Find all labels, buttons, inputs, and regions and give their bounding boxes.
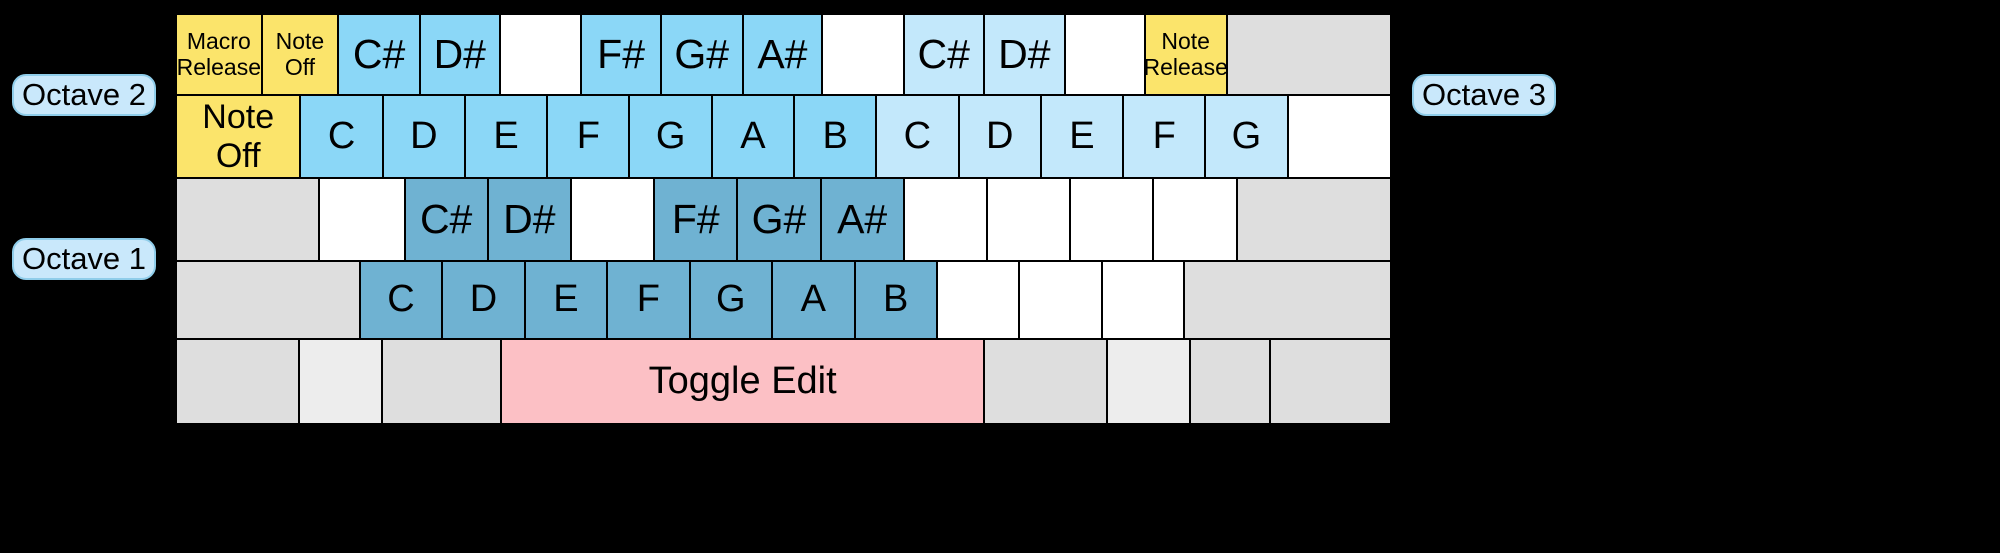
key-f-r4c5[interactable]: F <box>608 262 691 340</box>
key-d-r2c10[interactable]: D <box>959 96 1042 179</box>
bottom-modifier-row: Toggle Edit <box>177 340 1390 423</box>
octave1-black-keys-row: C#D# F#G#A# <box>177 179 1390 262</box>
key-g-r2c6[interactable]: G <box>630 96 713 179</box>
key-blank-r4c10 <box>1020 262 1103 340</box>
key-blank-r3c13 <box>1237 179 1390 262</box>
key-e-r2c4[interactable]: E <box>465 96 549 179</box>
key-c-r4c2[interactable]: C <box>360 262 444 340</box>
key-d-sharp-r3c4[interactable]: D# <box>488 179 572 262</box>
key-a-sharp-r1c8[interactable]: A# <box>743 15 824 96</box>
key-a-r2c7[interactable]: A <box>712 96 795 179</box>
key-blank-r3c5 <box>571 179 656 262</box>
key-blank-r5c8 <box>1270 340 1390 423</box>
key-blank-r4c9 <box>937 262 1021 340</box>
key-blank-r5c1 <box>177 340 301 423</box>
key-d-sharp-r1c4[interactable]: D# <box>420 15 501 96</box>
key-c-r2c9[interactable]: C <box>877 96 960 179</box>
key-blank-r4c12 <box>1185 262 1390 340</box>
key-blank-r1c9 <box>823 15 905 96</box>
key-blank-r4c11 <box>1102 262 1186 340</box>
key-label-line: Release <box>1145 53 1228 80</box>
key-b-r4c8[interactable]: B <box>855 262 938 340</box>
key-toggle-edit-r5c4[interactable]: Toggle Edit <box>502 340 985 423</box>
key-blank-r3c10 <box>987 179 1072 262</box>
key-blank-r3c1 <box>177 179 321 262</box>
key-label-line: Note <box>202 98 275 137</box>
key-a-r4c7[interactable]: A <box>773 262 856 340</box>
key-g-r2c13[interactable]: G <box>1206 96 1289 179</box>
key-d-r4c3[interactable]: D <box>443 262 526 340</box>
key-blank-r1c5 <box>500 15 583 96</box>
octave-3-label: Octave 3 <box>1412 74 1556 116</box>
key-g-r4c6[interactable]: G <box>690 262 774 340</box>
key-blank-r5c5 <box>984 340 1109 423</box>
key-label-line: Release <box>177 53 261 80</box>
key-e-r2c11[interactable]: E <box>1041 96 1125 179</box>
key-blank-r1c12 <box>1066 15 1146 96</box>
key-label-line: Off <box>215 136 261 175</box>
key-blank-r5c7 <box>1190 340 1271 423</box>
key-b-r2c8[interactable]: B <box>795 96 878 179</box>
key-blank-r5c3 <box>382 340 503 423</box>
key-g-sharp-r3c7[interactable]: G# <box>738 179 822 262</box>
key-label-line: Note <box>1161 27 1210 54</box>
octave-2-label: Octave 2 <box>12 74 156 116</box>
key-blank-r2c14 <box>1288 96 1390 179</box>
key-blank-r5c6 <box>1108 340 1191 423</box>
key-c-sharp-r1c10[interactable]: C# <box>904 15 985 96</box>
key-c-sharp-r3c3[interactable]: C# <box>405 179 489 262</box>
key-blank-r1c14 <box>1227 15 1390 96</box>
key-blank-r3c9 <box>904 179 988 262</box>
key-g-sharp-r1c7[interactable]: G# <box>661 15 744 96</box>
key-e-r4c4[interactable]: E <box>525 262 609 340</box>
key-f-r2c5[interactable]: F <box>548 96 631 179</box>
key-c-r2c2[interactable]: C <box>301 96 384 179</box>
key-blank-r5c2 <box>300 340 383 423</box>
key-d-r2c3[interactable]: D <box>383 96 466 179</box>
key-blank-r4c1 <box>177 262 361 340</box>
key-f-sharp-r1c6[interactable]: F# <box>582 15 662 96</box>
key-d-sharp-r1c11[interactable]: D# <box>984 15 1067 96</box>
key-a-sharp-r3c8[interactable]: A# <box>821 179 905 262</box>
key-blank-r3c11 <box>1071 179 1155 262</box>
key-f-sharp-r3c6[interactable]: F# <box>655 179 739 262</box>
octave-1-label: Octave 1 <box>12 238 156 280</box>
key-blank-r3c12 <box>1154 179 1238 262</box>
key-label-line: Off <box>284 53 316 80</box>
key-c-sharp-r1c3[interactable]: C# <box>339 15 421 96</box>
key-f-r2c12[interactable]: F <box>1124 96 1207 179</box>
key-blank-r3c2 <box>320 179 406 262</box>
key-label-line: Note <box>275 27 325 54</box>
key-label-line: Macro <box>186 27 251 54</box>
